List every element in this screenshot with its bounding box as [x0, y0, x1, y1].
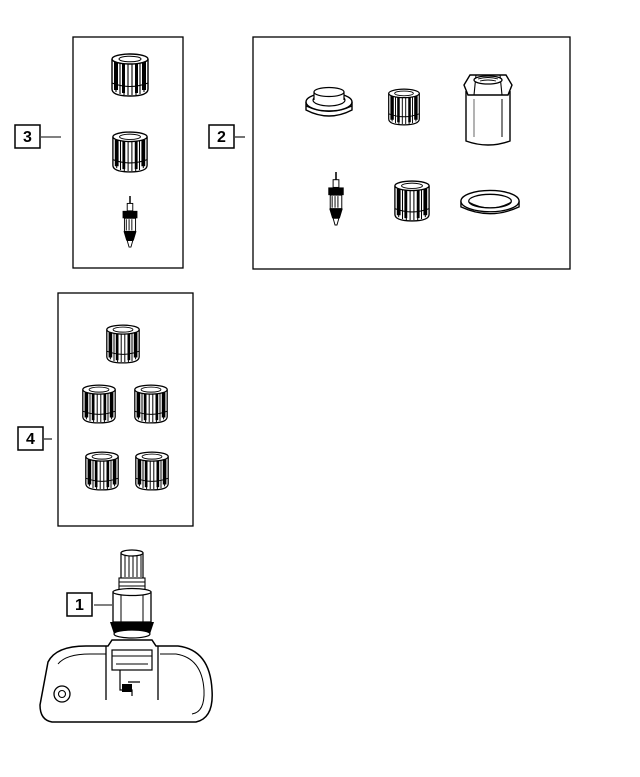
- callout-2-label: 2: [217, 129, 226, 146]
- valve-cap-icon: [106, 324, 140, 364]
- tpms-sensor-group: 1: [39, 549, 213, 723]
- callout-4-label: 4: [26, 431, 35, 448]
- callout-4[interactable]: 4: [17, 426, 44, 451]
- valve-cap-icon: [135, 451, 169, 491]
- valve-cap-icon: [111, 53, 149, 97]
- callout-1-label: 1: [75, 597, 84, 614]
- valve-cap-icon: [134, 384, 168, 424]
- callout-3-label: 3: [23, 129, 32, 146]
- hex-nut-icon: [463, 74, 513, 146]
- grommet-icon: [305, 86, 353, 117]
- tpms-sensor-icon: [39, 549, 213, 723]
- callout-3[interactable]: 3: [14, 124, 41, 149]
- valve-cap-icon: [82, 384, 116, 424]
- kit-4-group: 4: [17, 292, 194, 527]
- kit-3-frame: [72, 36, 184, 269]
- callout-1[interactable]: 1: [66, 592, 93, 617]
- washer-icon: [460, 189, 520, 215]
- valve-cap-icon: [85, 451, 119, 491]
- kit-2-frame: [252, 36, 571, 270]
- valve-cap-icon: [388, 88, 420, 126]
- kit-2-group: 2: [208, 36, 571, 270]
- kit-4-frame: [57, 292, 194, 527]
- valve-cap-icon: [394, 180, 430, 222]
- valve-cap-icon: [112, 131, 148, 173]
- valve-core-icon: [327, 171, 345, 226]
- callout-2[interactable]: 2: [208, 124, 235, 149]
- valve-core-icon: [121, 195, 139, 248]
- kit-3-group: 3: [14, 36, 184, 269]
